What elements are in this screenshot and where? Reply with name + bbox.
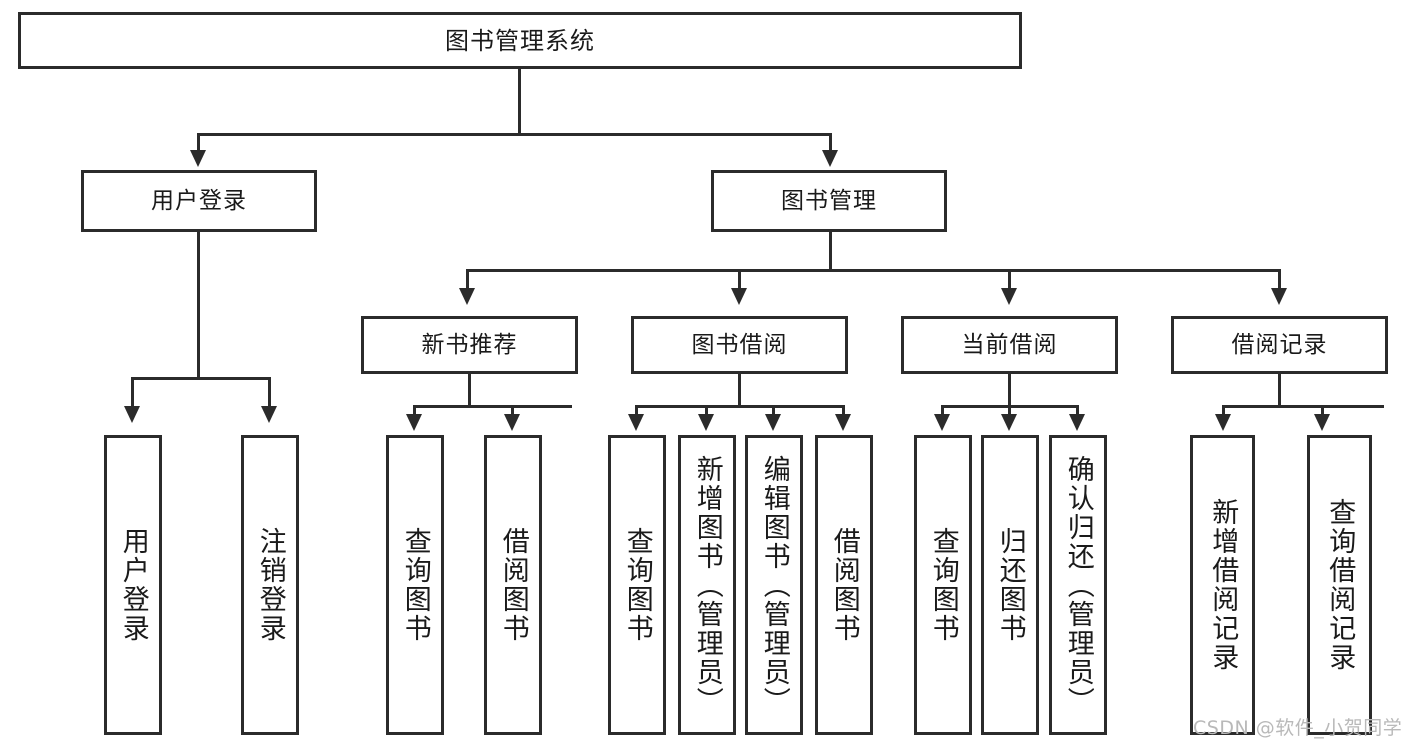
arrow-cb-to-leaf-1 (934, 414, 950, 431)
node-label: 查询图书 (927, 527, 959, 643)
node-label: 查询图书 (399, 527, 431, 643)
node-label: 当前借阅 (961, 331, 1058, 358)
edge-new-book-recommend-bus (413, 405, 572, 408)
leaf-borrow-books-nbr[interactable]: 借阅图书 (484, 435, 542, 735)
edge-new-book-recommend-stem (468, 374, 471, 408)
node-label: 归还图书 (994, 527, 1026, 643)
leaf-logout[interactable]: 注销登录 (241, 435, 299, 735)
leaf-query-books-nbr[interactable]: 查询图书 (386, 435, 444, 735)
leaf-return-books[interactable]: 归还图书 (981, 435, 1039, 735)
node-label: 查询图书 (621, 527, 653, 643)
edge-to-current-borrow (1008, 269, 1011, 291)
edge-book-management-stem (829, 232, 832, 271)
arrow-to-book-borrow (731, 288, 747, 305)
node-label: 图书管理 (781, 187, 877, 214)
arrow-nbr-to-leaf-1 (406, 414, 422, 431)
edge-user-login-bus (131, 377, 270, 380)
edge-bb-to-leaf-1 (635, 405, 638, 417)
edge-root-to-user-login (197, 133, 200, 153)
node-label: 查询借阅记录 (1324, 498, 1356, 672)
leaf-add-book-admin[interactable]: 新增图书（管理员） (678, 435, 736, 735)
node-borrow-record[interactable]: 借阅记录 (1171, 316, 1388, 374)
edge-user-login-to-leaf-2 (268, 377, 271, 409)
node-label: 编辑图书（管理员） (758, 454, 790, 716)
arrow-bb-to-leaf-2 (698, 414, 714, 431)
node-book-management[interactable]: 图书管理 (711, 170, 947, 232)
edge-bb-to-leaf-4 (842, 405, 845, 417)
leaf-edit-book-admin[interactable]: 编辑图书（管理员） (745, 435, 803, 735)
leaf-query-books-cb[interactable]: 查询图书 (914, 435, 972, 735)
arrow-user-login-to-leaf-1 (124, 406, 140, 423)
arrow-to-borrow-record (1271, 288, 1287, 305)
node-label: 新增图书（管理员） (691, 454, 723, 716)
node-label: 借阅图书 (497, 527, 529, 643)
leaf-query-books-bb[interactable]: 查询图书 (608, 435, 666, 735)
node-label: 用户登录 (117, 527, 149, 643)
leaf-confirm-return-admin[interactable]: 确认归还（管理员） (1049, 435, 1107, 735)
edge-nbr-to-leaf-1 (413, 405, 416, 417)
arrow-to-current-borrow (1001, 288, 1017, 305)
arrow-to-new-book-recommend (459, 288, 475, 305)
node-label: 图书借阅 (691, 331, 788, 358)
edge-root-stem (518, 69, 521, 135)
node-label: 注销登录 (254, 527, 286, 643)
edge-user-login-stem (197, 232, 200, 380)
node-label: 用户登录 (151, 187, 247, 214)
arrow-br-to-leaf-1 (1215, 414, 1231, 431)
node-user-login[interactable]: 用户登录 (81, 170, 317, 232)
edge-current-borrow-stem (1008, 374, 1011, 408)
node-label: 图书管理系统 (445, 26, 595, 55)
arrow-root-to-user-login (190, 150, 206, 167)
edge-book-management-bus (466, 269, 1281, 272)
edge-book-borrow-bus (635, 405, 844, 408)
arrow-bb-to-leaf-1 (628, 414, 644, 431)
watermark: CSDN @软件_小贺同学 (1193, 717, 1403, 739)
leaf-borrow-books-bb[interactable]: 借阅图书 (815, 435, 873, 735)
arrow-br-to-leaf-2 (1314, 414, 1330, 431)
edge-book-borrow-stem (738, 374, 741, 408)
node-book-borrow[interactable]: 图书借阅 (631, 316, 848, 374)
node-label: 新书推荐 (421, 331, 518, 358)
node-new-book-recommend[interactable]: 新书推荐 (361, 316, 578, 374)
node-root-book-management-system[interactable]: 图书管理系统 (18, 12, 1022, 69)
edge-bb-to-leaf-2 (705, 405, 708, 417)
arrow-root-to-book-management (822, 150, 838, 167)
arrow-cb-to-leaf-2 (1001, 414, 1017, 431)
edge-cb-to-leaf-1 (941, 405, 944, 417)
edge-br-to-leaf-1 (1222, 405, 1225, 417)
edge-to-new-book-recommend (466, 269, 469, 291)
arrow-nbr-to-leaf-2 (504, 414, 520, 431)
node-label: 新增借阅记录 (1207, 498, 1239, 672)
edge-to-borrow-record (1278, 269, 1281, 291)
edge-bb-to-leaf-3 (772, 405, 775, 417)
leaf-add-borrow-record[interactable]: 新增借阅记录 (1190, 435, 1255, 735)
node-label: 借阅图书 (828, 527, 860, 643)
edge-root-to-book-management (829, 133, 832, 153)
leaf-user-login[interactable]: 用户登录 (104, 435, 162, 735)
leaf-query-borrow-record[interactable]: 查询借阅记录 (1307, 435, 1372, 735)
edge-cb-to-leaf-2 (1008, 405, 1011, 417)
edge-br-to-leaf-2 (1321, 405, 1324, 417)
edge-borrow-record-bus (1222, 405, 1384, 408)
arrow-cb-to-leaf-3 (1069, 414, 1085, 431)
arrow-bb-to-leaf-4 (835, 414, 851, 431)
edge-root-bus (197, 133, 832, 136)
node-label: 借阅记录 (1231, 331, 1328, 358)
edge-to-book-borrow (738, 269, 741, 291)
edge-borrow-record-stem (1278, 374, 1281, 408)
edge-nbr-to-leaf-2 (511, 405, 514, 417)
arrow-user-login-to-leaf-2 (261, 406, 277, 423)
arrow-bb-to-leaf-3 (765, 414, 781, 431)
edge-user-login-to-leaf-1 (131, 377, 134, 409)
edge-cb-to-leaf-3 (1076, 405, 1079, 417)
node-current-borrow[interactable]: 当前借阅 (901, 316, 1118, 374)
node-label: 确认归还（管理员） (1062, 454, 1094, 716)
